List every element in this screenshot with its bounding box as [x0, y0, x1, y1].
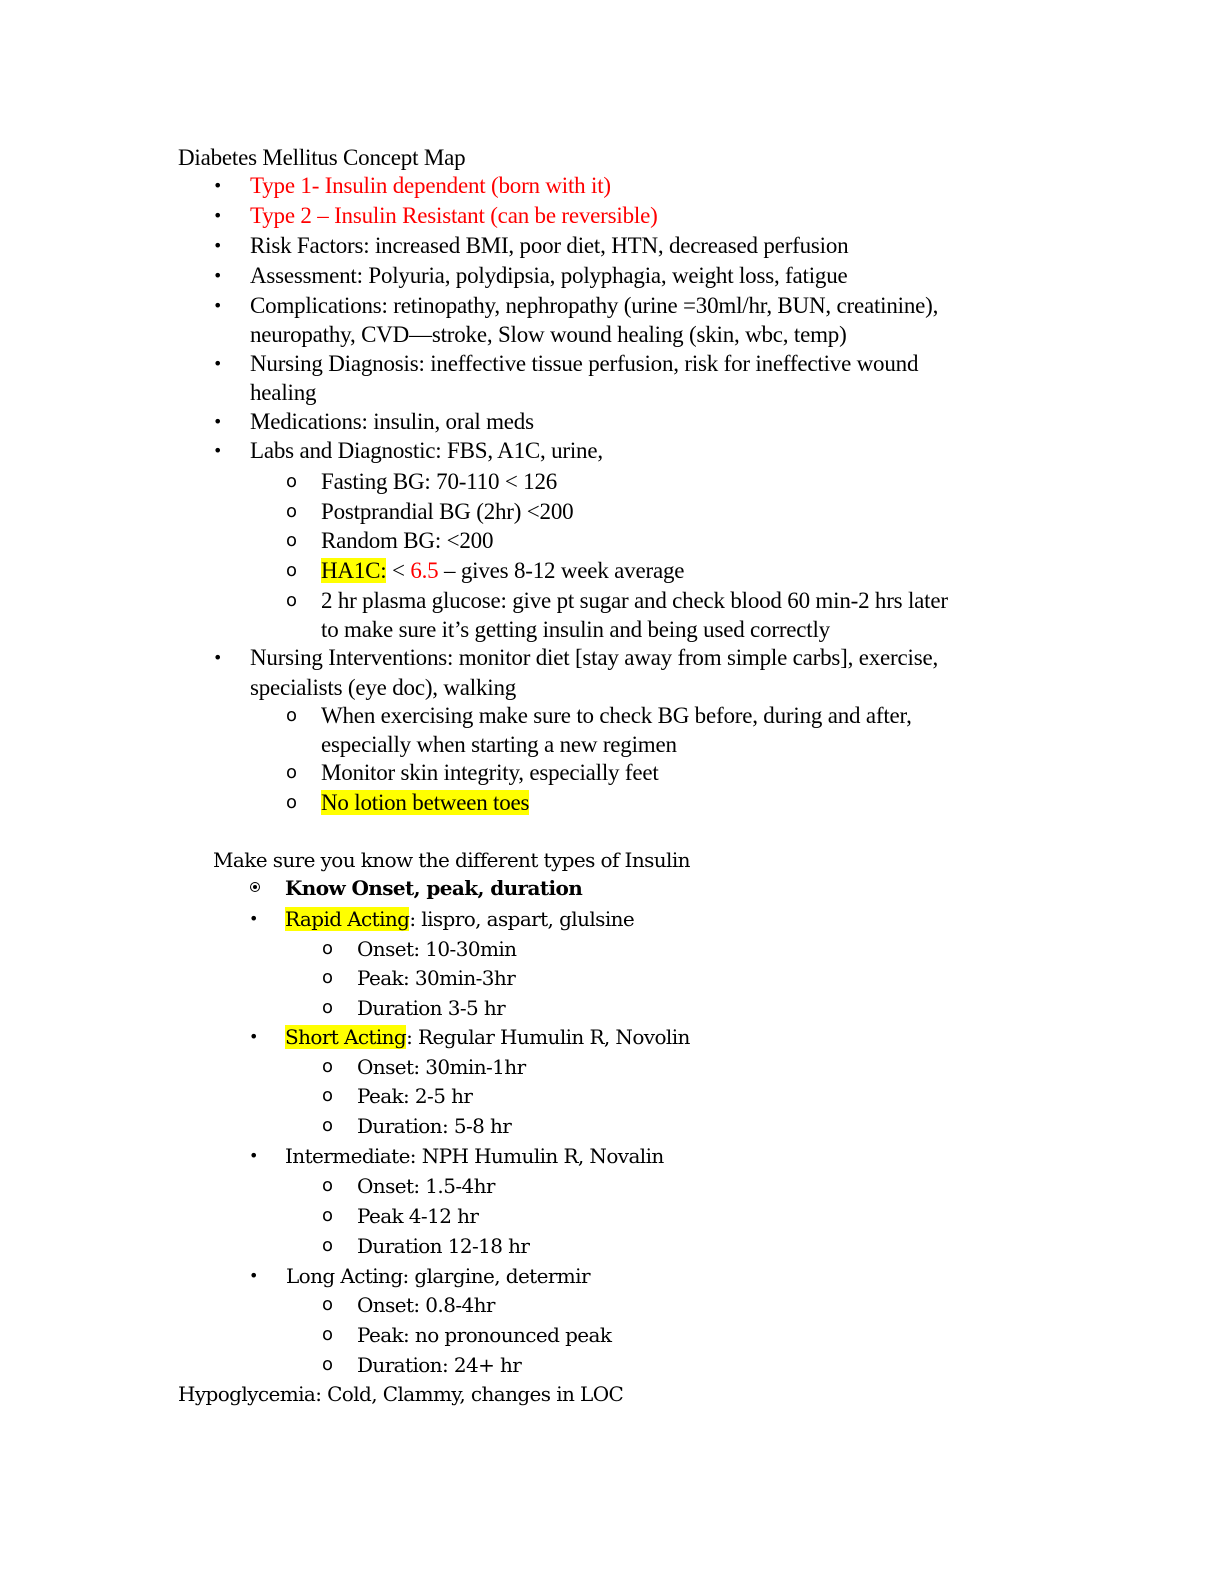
bullet-icon: •	[213, 354, 223, 373]
circle-bullet-icon: o	[322, 1175, 334, 1196]
insulin-type-rapid: Rapid Acting: lispro, aspart, glulsine	[285, 907, 635, 931]
list-item-type2: Type 2 – Insulin Resistant (can be rever…	[250, 203, 658, 228]
circle-bullet-icon: o	[286, 560, 298, 581]
hypoglycemia-note: Hypoglycemia: Cold, Clammy, changes in L…	[178, 1382, 624, 1406]
list-item-assessment: Assessment: Polyuria, polydipsia, polyph…	[250, 263, 848, 288]
bullet-icon: •	[213, 296, 223, 315]
target-bullet-icon	[250, 882, 260, 892]
list-item-labs: Labs and Diagnostic: FBS, A1C, urine,	[250, 438, 603, 463]
insulin-type-long: Long Acting: glargine, determir	[286, 1264, 591, 1288]
rapid-peak: Peak: 30min-3hr	[357, 966, 516, 990]
short-acting-drugs: : Regular Humulin R, Novolin	[406, 1025, 690, 1049]
list-item-nursing-interventions-line1: Nursing Interventions: monitor diet [sta…	[250, 645, 939, 670]
sublist-item-no-lotion: No lotion between toes	[321, 790, 530, 815]
circle-bullet-icon: o	[322, 938, 334, 959]
bullet-icon: •	[249, 1146, 259, 1165]
long-peak: Peak: no pronounced peak	[357, 1323, 612, 1347]
sublist-item-skin-integrity: Monitor skin integrity, especially feet	[321, 760, 659, 785]
circle-bullet-icon: o	[286, 762, 298, 783]
bullet-icon: •	[249, 1027, 259, 1046]
short-duration: Duration: 5-8 hr	[357, 1114, 512, 1138]
circle-bullet-icon: o	[286, 501, 298, 522]
bullet-icon: •	[249, 1266, 259, 1285]
list-item-complications-line1: Complications: retinopathy, nephropathy …	[250, 293, 939, 318]
circle-bullet-icon: o	[322, 1294, 334, 1315]
bullet-icon: •	[213, 441, 223, 460]
rapid-acting-highlight: Rapid Acting	[285, 907, 410, 931]
list-item-nursing-diagnosis-line1: Nursing Diagnosis: ineffective tissue pe…	[250, 351, 919, 376]
bullet-icon: •	[213, 266, 223, 285]
bullet-icon: •	[213, 176, 223, 195]
bullet-icon: •	[213, 648, 223, 667]
circle-bullet-icon: o	[286, 590, 298, 611]
circle-bullet-icon: o	[286, 471, 298, 492]
circle-bullet-icon: o	[322, 1085, 334, 1106]
bullet-icon: •	[213, 206, 223, 225]
circle-bullet-icon: o	[322, 967, 334, 988]
no-lotion-highlight: No lotion between toes	[321, 790, 530, 815]
circle-bullet-icon: o	[286, 792, 298, 813]
sublist-item-plasma-glucose-line2: to make sure it’s getting insulin and be…	[321, 617, 830, 642]
ha1c-operator: <	[386, 558, 411, 583]
circle-bullet-icon: o	[286, 530, 298, 551]
sublist-item-plasma-glucose-line1: 2 hr plasma glucose: give pt sugar and c…	[321, 588, 948, 613]
rapid-duration: Duration 3-5 hr	[357, 996, 506, 1020]
sublist-item-exercise-line1: When exercising make sure to check BG be…	[321, 703, 912, 728]
bullet-icon: •	[249, 909, 259, 928]
know-onset-peak-duration: Know Onset, peak, duration	[285, 876, 583, 900]
intermediate-onset: Onset: 1.5-4hr	[357, 1174, 495, 1198]
insulin-type-short: Short Acting: Regular Humulin R, Novolin	[285, 1025, 690, 1049]
ha1c-highlight: HA1C:	[321, 558, 387, 583]
circle-bullet-icon: o	[286, 705, 298, 726]
intermediate-peak: Peak 4-12 hr	[357, 1204, 479, 1228]
list-item-nursing-diagnosis-line2: healing	[250, 380, 317, 405]
sublist-item-ha1c: HA1C: < 6.5 – gives 8-12 week average	[321, 558, 685, 583]
list-item-type1: Type 1- Insulin dependent (born with it)	[250, 173, 611, 198]
document-title: Diabetes Mellitus Concept Map	[178, 145, 466, 170]
circle-bullet-icon: o	[322, 1354, 334, 1375]
ha1c-value: 6.5	[410, 558, 439, 583]
list-item-nursing-interventions-line2: specialists (eye doc), walking	[250, 675, 517, 700]
insulin-intro: Make sure you know the different types o…	[213, 848, 691, 872]
sublist-item-exercise-line2: especially when starting a new regimen	[321, 732, 677, 757]
list-item-medications: Medications: insulin, oral meds	[250, 409, 534, 434]
ha1c-note: – gives 8-12 week average	[438, 558, 685, 583]
long-onset: Onset: 0.8-4hr	[357, 1293, 495, 1317]
short-onset: Onset: 30min-1hr	[357, 1055, 526, 1079]
short-acting-highlight: Short Acting	[285, 1025, 407, 1049]
insulin-type-intermediate: Intermediate: NPH Humulin R, Novalin	[285, 1144, 664, 1168]
circle-bullet-icon: o	[322, 1205, 334, 1226]
circle-bullet-icon: o	[322, 1056, 334, 1077]
rapid-onset: Onset: 10-30min	[357, 937, 517, 961]
intermediate-duration: Duration 12-18 hr	[357, 1234, 530, 1258]
list-item-complications-line2: neuropathy, CVD—stroke, Slow wound heali…	[250, 322, 847, 347]
circle-bullet-icon: o	[322, 1235, 334, 1256]
sublist-item-fasting-bg: Fasting BG: 70-110 < 126	[321, 469, 558, 494]
bullet-icon: •	[213, 412, 223, 431]
circle-bullet-icon: o	[322, 1115, 334, 1136]
list-item-risk-factors: Risk Factors: increased BMI, poor diet, …	[250, 233, 849, 258]
sublist-item-postprandial-bg: Postprandial BG (2hr) <200	[321, 499, 574, 524]
bullet-icon: •	[213, 236, 223, 255]
circle-bullet-icon: o	[322, 997, 334, 1018]
long-duration: Duration: 24+ hr	[357, 1353, 522, 1377]
rapid-acting-drugs: : lispro, aspart, glulsine	[409, 907, 635, 931]
sublist-item-random-bg: Random BG: <200	[321, 528, 494, 553]
short-peak: Peak: 2-5 hr	[357, 1084, 473, 1108]
circle-bullet-icon: o	[322, 1324, 334, 1345]
